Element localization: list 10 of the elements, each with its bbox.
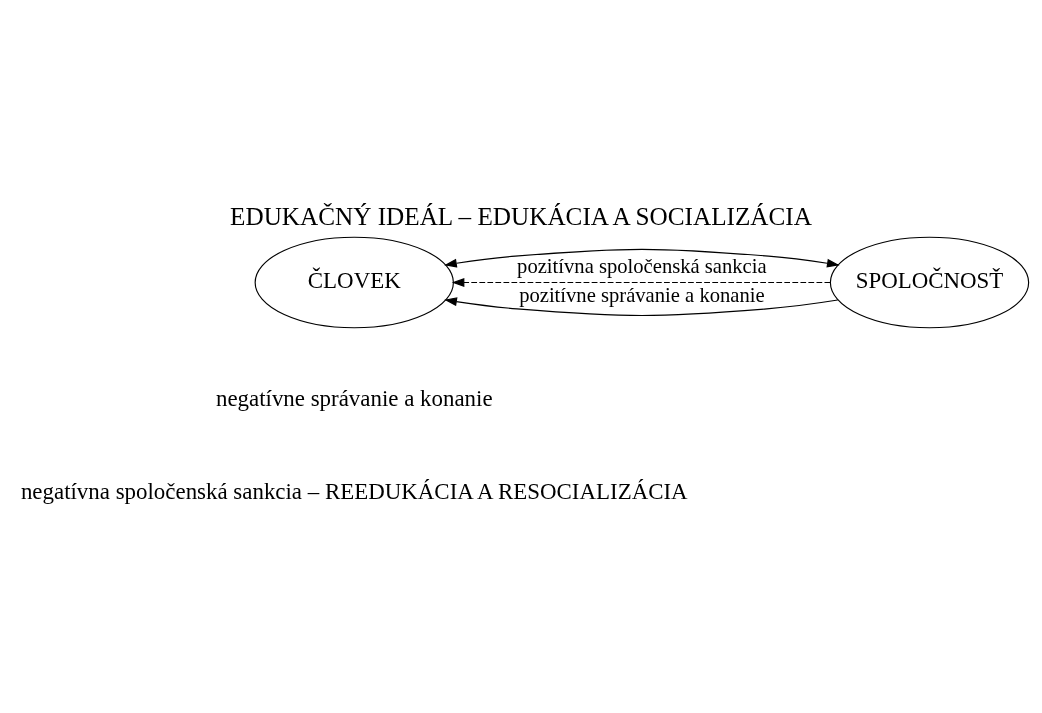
arrow [444, 296, 839, 316]
arrow [444, 248, 840, 268]
label: negatívne správanie a konanie [215, 385, 493, 411]
edge-label: pozitívna spoločenská sankcia [517, 254, 767, 277]
caption: negatívna spoločenská sankcia – REEDUKÁCIA A RESOCIALIZÁCIA [20, 478, 688, 504]
edge-label: pozitívne správanie a konanie [519, 283, 765, 306]
arrow [451, 277, 831, 287]
diagram-title: EDUKAČNÝ IDEÁL – EDUKÁCIA A SOCIALIZÁCIA [230, 202, 812, 230]
node-ellipse: SPOLOČNOSŤ [829, 236, 1030, 328]
node-ellipse: ČLOVEK [254, 236, 454, 328]
